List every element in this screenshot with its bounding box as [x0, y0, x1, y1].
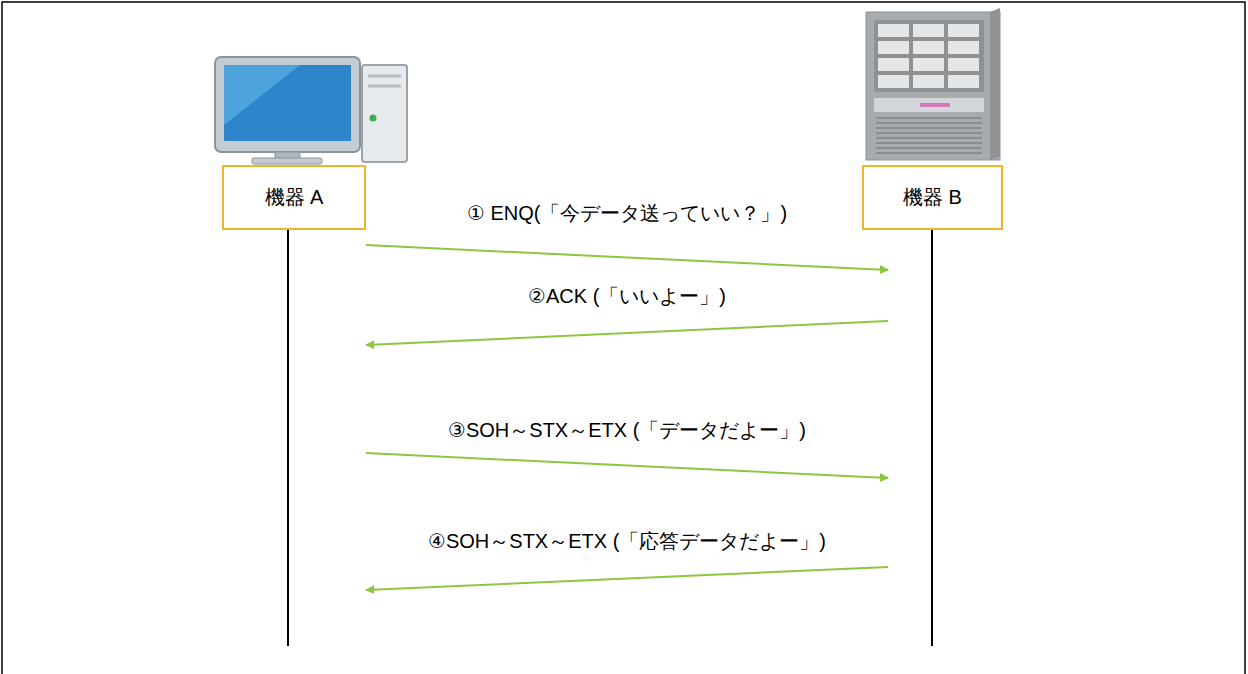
vent-line [876, 152, 982, 154]
drive-bay [913, 58, 944, 71]
drive-bay [913, 41, 944, 54]
lifeline [931, 230, 933, 646]
drive-slot [368, 85, 401, 88]
server-indicator [920, 103, 950, 107]
vent-line [876, 147, 982, 149]
vent-line [876, 142, 982, 144]
monitor-body [215, 57, 360, 152]
server-body [866, 12, 1000, 160]
device-box: 機器 A [222, 165, 366, 230]
drive-bay [948, 75, 979, 88]
drive-bay [878, 75, 909, 88]
computer-illustration [215, 57, 407, 164]
screen-reflection [224, 65, 300, 125]
drive-bay [948, 58, 979, 71]
bay-panel [874, 20, 984, 92]
lifeline [287, 230, 289, 646]
drive-bay [913, 75, 944, 88]
drive-bays [878, 24, 979, 88]
message-label: ① ENQ(「今データ送っていい？」) [463, 200, 791, 227]
pc-tower [362, 65, 407, 162]
vent-line [876, 137, 982, 139]
monitor-screen [224, 65, 351, 141]
vent-line [876, 127, 982, 129]
message-arrow [366, 453, 888, 478]
drive-slot [368, 75, 401, 78]
device-name: 機器 A [265, 184, 324, 211]
server-illustration [866, 8, 1000, 160]
message-arrow [366, 567, 888, 590]
server-slot [874, 98, 984, 112]
drive-bay [948, 24, 979, 37]
vent-line [876, 122, 982, 124]
drive-bay [878, 58, 909, 71]
server-side [990, 8, 1000, 160]
vent-lines [876, 118, 982, 153]
message-arrow [366, 321, 888, 345]
drive-bay [878, 24, 909, 37]
drive-bay [948, 41, 979, 54]
drive-bay [878, 41, 909, 54]
vent-line [876, 132, 982, 134]
message-label: ②ACK (「いいよー」) [524, 283, 730, 310]
device-name: 機器 B [903, 184, 962, 211]
message-label: ③SOH～STX～ETX (「データだよー」) [444, 417, 810, 444]
device-box: 機器 B [862, 165, 1003, 230]
vent-line [876, 117, 982, 119]
power-led [370, 115, 377, 122]
monitor-base [252, 158, 322, 164]
message-arrow [366, 245, 888, 270]
message-label: ④SOH～STX～ETX (「応答データだよー」) [424, 528, 830, 555]
drive-bay [913, 24, 944, 37]
